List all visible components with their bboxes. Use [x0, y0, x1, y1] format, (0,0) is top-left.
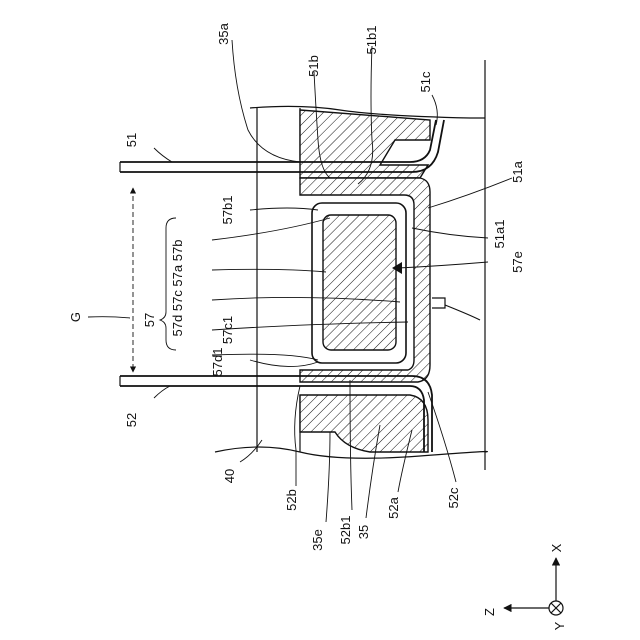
label-57b1: 57b1 [220, 196, 235, 225]
label-52: 52 [124, 413, 139, 427]
axis-label-z: Z [482, 608, 497, 616]
coordinate-axes [504, 558, 563, 615]
label-35e: 35e [310, 529, 325, 551]
axis-label-x: X [549, 543, 564, 552]
flange-step [432, 298, 480, 320]
label-52b1: 52b1 [338, 516, 353, 545]
label-57: 57 [142, 313, 157, 327]
label-g: G [68, 312, 83, 322]
seal-member-57 [300, 178, 430, 382]
label-57-group: 57d 57c 57a 57b [170, 240, 185, 337]
label-35a: 35a [216, 22, 231, 44]
label-57c1: 57c1 [220, 316, 235, 344]
label-52b: 52b [284, 489, 299, 511]
label-52a: 52a [386, 496, 401, 518]
label-57d1: 57d1 [210, 348, 225, 377]
label-51c: 51c [418, 71, 433, 92]
label-51a1: 51a1 [492, 220, 507, 249]
axis-label-y: Y [552, 621, 567, 630]
upper-hatched-block [300, 110, 430, 178]
label-51b1: 51b1 [364, 26, 379, 55]
label-40: 40 [222, 469, 237, 483]
label-57e: 57e [510, 251, 525, 273]
label-35: 35 [356, 525, 371, 539]
label-51b: 51b [306, 55, 321, 77]
label-51: 51 [124, 133, 139, 147]
label-51a: 51a [510, 160, 525, 182]
label-52c: 52c [446, 487, 461, 508]
